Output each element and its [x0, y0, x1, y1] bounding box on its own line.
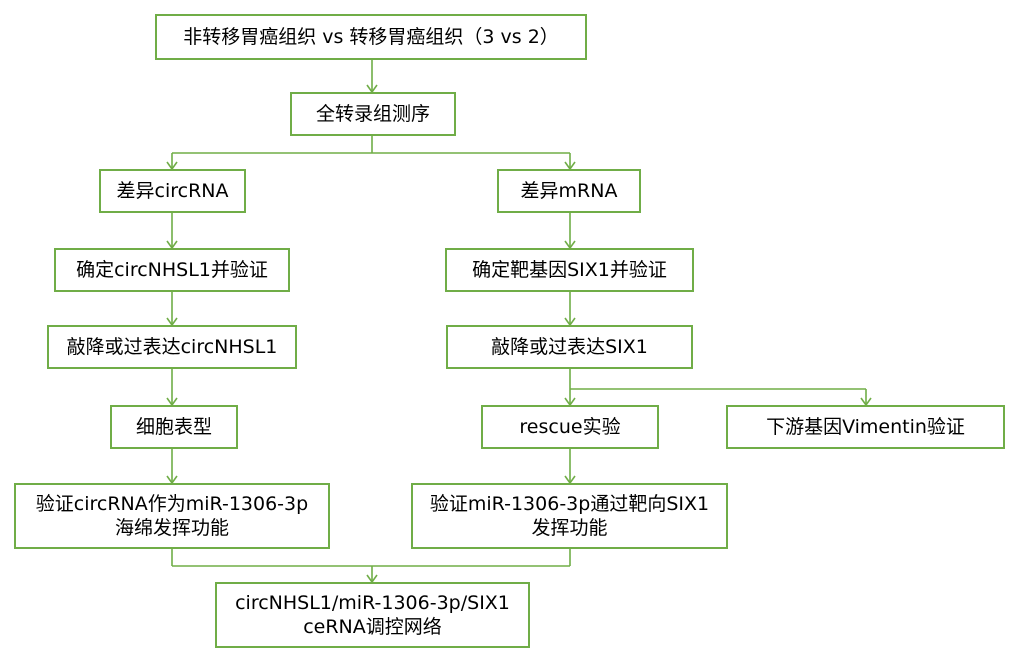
sponge-node: 验证circRNA作为miR-1306-3p 海绵发挥功能 — [14, 483, 330, 549]
confirm-six1-label: 确定靶基因SIX1并验证 — [472, 259, 667, 281]
confirm-six1-node: 确定靶基因SIX1并验证 — [445, 248, 694, 292]
confirm-circnhsl1-node: 确定circNHSL1并验证 — [54, 248, 290, 292]
knockdown-six1-label: 敲降或过表达SIX1 — [491, 336, 648, 358]
knockdown-circnhsl1-node: 敲降或过表达circNHSL1 — [47, 325, 297, 369]
mir-targeting-node: 验证miR-1306-3p通过靶向SIX1 发挥功能 — [411, 483, 728, 549]
mir-targeting-line-2: 发挥功能 — [531, 517, 608, 539]
vimentin-node: 下游基因Vimentin验证 — [726, 405, 1005, 449]
knockdown-circnhsl1-label: 敲降或过表达circNHSL1 — [66, 336, 278, 358]
sequencing-node: 全转录组测序 — [290, 92, 456, 136]
diff-circrna-node: 差异circRNA — [99, 169, 246, 213]
diff-circrna-label: 差异circRNA — [116, 180, 229, 202]
confirm-circnhsl1-label: 确定circNHSL1并验证 — [76, 259, 268, 281]
top-node: 非转移胃癌组织 vs 转移胃癌组织（3 vs 2） — [155, 14, 587, 60]
rescue-node: rescue实验 — [481, 405, 659, 449]
mir-targeting-line-1: 验证miR-1306-3p通过靶向SIX1 — [429, 493, 710, 515]
phenotype-node: 细胞表型 — [110, 405, 238, 449]
cerna-network-line-1: circNHSL1/miR-1306-3p/SIX1 — [235, 592, 510, 614]
cerna-network-node: circNHSL1/miR-1306-3p/SIX1 ceRNA调控网络 — [215, 582, 530, 648]
cerna-network-line-2: ceRNA调控网络 — [303, 616, 442, 638]
vimentin-label: 下游基因Vimentin验证 — [766, 416, 965, 438]
rescue-label: rescue实验 — [519, 416, 621, 438]
sequencing-node-label: 全转录组测序 — [315, 103, 430, 125]
diff-mrna-label: 差异mRNA — [520, 180, 618, 202]
sponge-line-2: 海绵发挥功能 — [114, 517, 229, 539]
knockdown-six1-node: 敲降或过表达SIX1 — [446, 325, 693, 369]
top-node-label: 非转移胃癌组织 vs 转移胃癌组织（3 vs 2） — [183, 26, 559, 48]
phenotype-label: 细胞表型 — [135, 416, 212, 438]
sponge-line-1: 验证circRNA作为miR-1306-3p — [35, 493, 309, 515]
diff-mrna-node: 差异mRNA — [497, 169, 641, 213]
